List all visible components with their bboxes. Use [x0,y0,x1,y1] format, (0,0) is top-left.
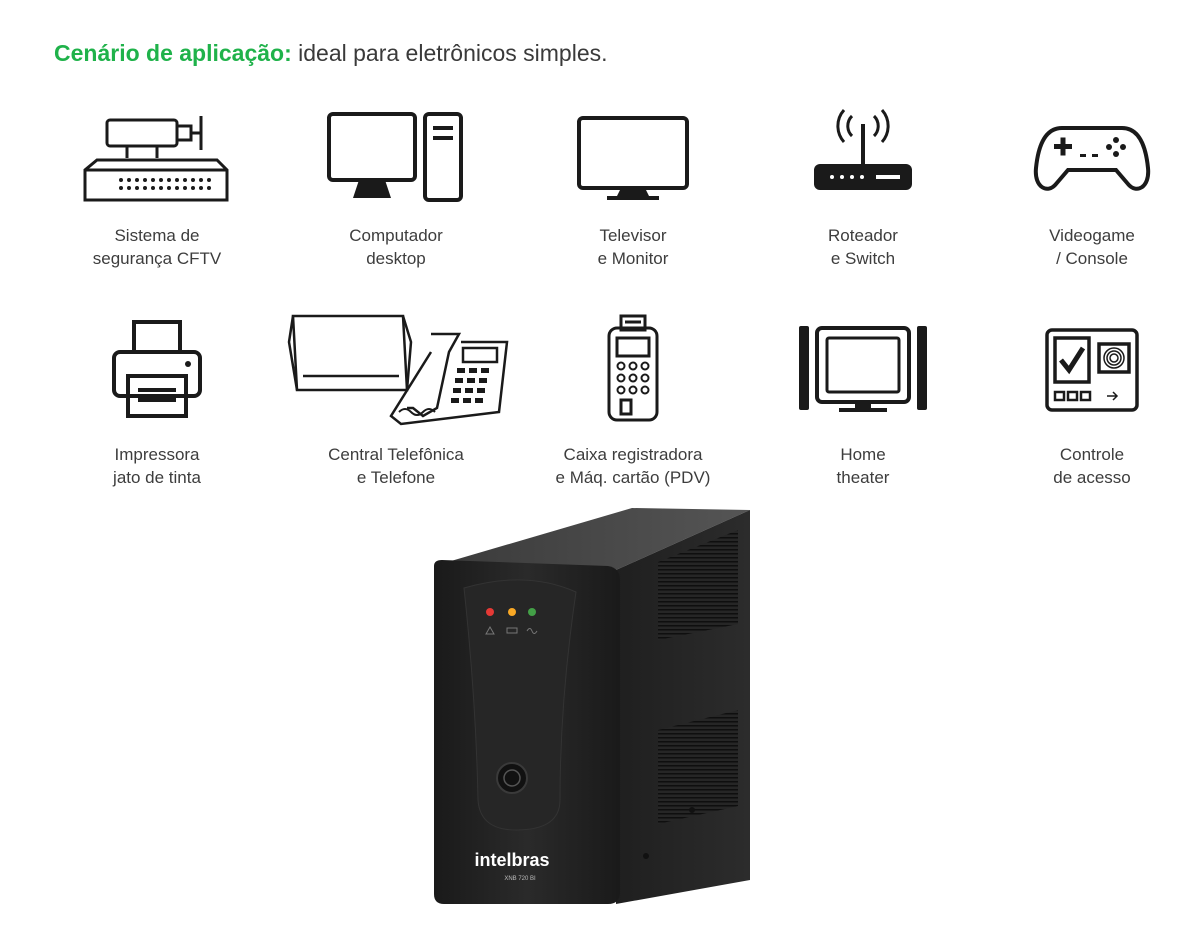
device-console: Videogame / Console [972,108,1200,308]
model-text: XNB 720 BI [504,876,536,882]
device-router: Roteador e Switch [743,108,983,308]
device-label: Impressora jato de tinta [113,445,201,487]
router-icon [743,108,983,218]
tv-monitor-icon [513,108,753,218]
access-control-icon [972,312,1200,422]
pbx-telephone-icon [276,312,516,426]
device-label: Roteador e Switch [828,226,898,268]
device-pbx: Central Telefônica e Telefone [276,312,516,512]
device-tv: Televisor e Monitor [513,108,753,308]
desktop-computer-icon [276,108,516,218]
gamepad-icon [972,108,1200,218]
device-label: Videogame / Console [1049,226,1135,268]
device-printer: Impressora jato de tinta [37,312,277,512]
headline-rest: ideal para eletrônicos simples. [291,40,608,66]
device-label: Sistema de segurança CFTV [92,226,222,268]
device-home-theater: Home theater [743,312,983,512]
device-label: Computador desktop [349,226,443,268]
device-cctv: Sistema de segurança CFTV [37,108,277,308]
pos-terminal-icon [513,312,753,422]
printer-icon [37,312,277,422]
device-label: Caixa registradora e Máq. cartão (PDV) [555,445,711,487]
device-label: Televisor e Monitor [597,226,669,268]
device-pos: Caixa registradora e Máq. cartão (PDV) [513,312,753,512]
device-desktop: Computador desktop [276,108,516,308]
headline-lead: Cenário de aplicação: [54,40,292,66]
home-theater-icon [743,312,983,422]
page-headline: Cenário de aplicação: ideal para eletrôn… [54,38,608,68]
brand-logo: intelbras [474,850,549,870]
cctv-dvr-icon [37,108,277,218]
device-access-control: Controle de acesso [972,312,1200,512]
device-label: Controle de acesso [1053,445,1131,487]
device-label: Home theater [836,445,890,487]
device-label: Central Telefônica e Telefone [328,445,464,487]
ups-product-image: intelbras XNB 720 BI [420,500,765,920]
